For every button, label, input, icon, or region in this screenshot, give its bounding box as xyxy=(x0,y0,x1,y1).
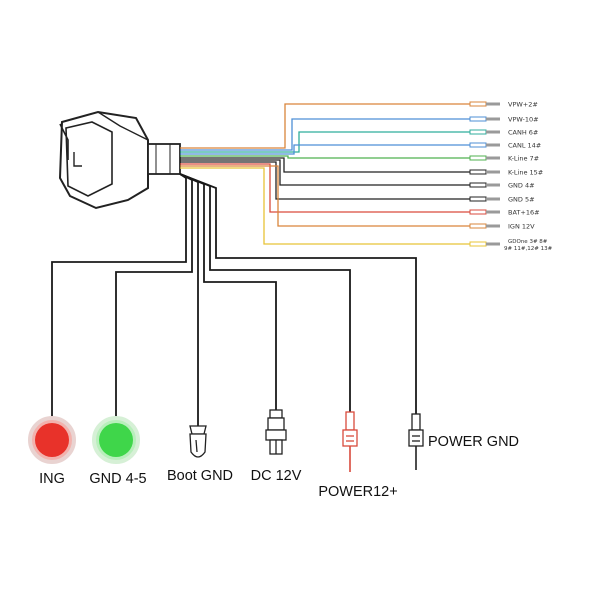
black-probe-icon xyxy=(408,413,424,470)
gnd45-indicator-light xyxy=(99,423,133,457)
pin-wire xyxy=(180,157,470,173)
wire-power-gnd xyxy=(179,173,417,414)
pin-label: BAT+16# xyxy=(508,209,540,217)
pin-wire-last xyxy=(180,167,470,245)
output-wires xyxy=(51,173,417,426)
pin-connector-icon xyxy=(469,169,500,175)
wire-dc12v xyxy=(179,173,277,410)
pin-label: VPW+2# xyxy=(508,101,538,109)
pin-label: K-Line 7# xyxy=(508,155,539,163)
red-probe-icon xyxy=(342,411,358,472)
pin-connector-icon xyxy=(469,116,500,122)
pin-label-last-line1: GDOne 3# 8# xyxy=(508,239,548,245)
pin-label: GND 5# xyxy=(508,196,535,204)
pin-wire xyxy=(180,131,470,153)
ing-indicator-light xyxy=(35,423,69,457)
pin-connector-icon xyxy=(469,155,500,161)
pin-label: IGN 12V xyxy=(508,223,535,231)
ing-indicator xyxy=(28,416,76,464)
label-boot-gnd: Boot GND xyxy=(167,468,233,484)
pin-connector-icon xyxy=(469,142,500,148)
label-power-gnd: POWER GND xyxy=(428,434,519,450)
wire-gnd45 xyxy=(115,173,193,420)
pin-label-last-line2: 9# 11#,12# 13# xyxy=(504,246,553,252)
wire-ing xyxy=(51,173,187,420)
obd-connector xyxy=(58,110,181,210)
pin-wire xyxy=(180,103,470,149)
obd-cable-collar xyxy=(147,143,181,175)
label-dc12v: DC 12V xyxy=(251,468,302,484)
obd-connector-latch xyxy=(59,123,69,160)
pin-labels: VPW+2# VPW-10# CANH 6# CANL 14# K-Line 7# K-L… xyxy=(504,101,553,253)
pin-connector-icon xyxy=(469,182,500,188)
pin-connector-icon xyxy=(469,129,500,135)
pin-connector-icon xyxy=(469,101,500,107)
pin-connector-icon xyxy=(469,241,500,247)
pin-wire xyxy=(180,165,470,227)
pin-wire xyxy=(180,118,470,151)
pin-label: CANH 6# xyxy=(508,129,538,137)
pin-wire xyxy=(180,144,470,155)
pin-connector-icon xyxy=(469,196,500,202)
obd-connector-face xyxy=(65,121,113,197)
pin-wire xyxy=(180,161,470,200)
wire-power12 xyxy=(179,173,351,412)
pin-label: VPW-10# xyxy=(508,116,539,124)
pin-wire xyxy=(180,163,470,213)
pin-wire xyxy=(180,155,470,159)
label-gnd45: GND 4-5 xyxy=(89,471,146,487)
pin-wire xyxy=(180,159,470,186)
label-power12: POWER12+ xyxy=(318,484,397,500)
pin-connector-icon xyxy=(469,223,500,229)
gnd45-indicator xyxy=(92,416,140,464)
barrel-jack-icon xyxy=(265,409,287,455)
pin-label: K-Line 15# xyxy=(508,169,543,177)
pin-label: CANL 14# xyxy=(508,142,541,150)
obd-connector-ridge xyxy=(97,111,149,141)
pin-label: GND 4# xyxy=(508,182,535,190)
pin-connector-icon xyxy=(469,209,500,215)
pin-wires xyxy=(180,101,500,247)
label-ing: ING xyxy=(39,471,65,487)
wire-boot-gnd xyxy=(179,173,199,426)
alligator-clip-icon xyxy=(189,425,207,458)
obd-pin-mark xyxy=(73,152,82,167)
